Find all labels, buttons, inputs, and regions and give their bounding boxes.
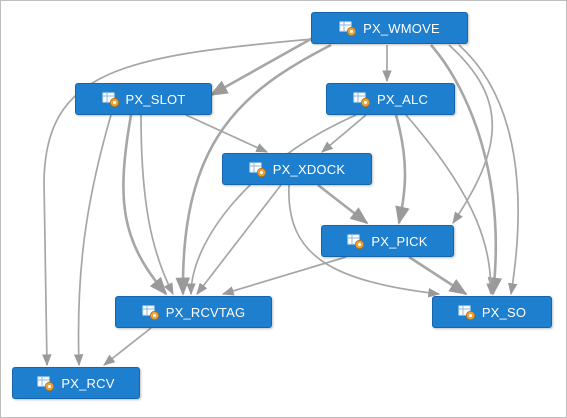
node-label: PX_ALC: [376, 91, 429, 107]
table-dependency-icon: [142, 305, 159, 321]
node-label: PX_SLOT: [125, 91, 186, 107]
node-label: PX_XDOCK: [272, 161, 346, 177]
table-dependency-icon: [353, 92, 371, 108]
edge-wmove-to-so: [430, 44, 503, 296]
node-px-so[interactable]: PX_SO: [432, 296, 552, 328]
node-label: PX_RCVTAG: [165, 304, 246, 320]
edge-alc-to-xdock: [321, 114, 367, 153]
node-px-rcv[interactable]: PX_RCV: [12, 367, 140, 399]
node-label: PX_RCV: [61, 375, 115, 391]
node-px-alc[interactable]: PX_ALC: [326, 83, 455, 115]
node-px-xdock[interactable]: PX_XDOCK: [222, 153, 372, 185]
node-label: PX_PICK: [371, 233, 428, 249]
table-dependency-icon: [37, 376, 55, 392]
edge-slot-to-rcvtag: [122, 114, 168, 296]
edge-wmove-to-rcv: [42, 38, 314, 367]
table-dependency-icon: [347, 234, 365, 250]
edge-slot-to-xdock: [185, 114, 269, 153]
table-dependency-icon: [102, 92, 119, 108]
edge-xdock-to-rcvtag: [196, 184, 282, 295]
edge-wmove-to-so: [458, 44, 519, 296]
edge-wmove-to-rcvtag: [175, 43, 332, 296]
edge-wmove-to-slot: [209, 33, 319, 97]
node-label: PX_WMOVE: [363, 20, 440, 36]
node-label: PX_SO: [481, 304, 527, 320]
edge-alc-to-rcvtag: [186, 114, 357, 296]
node-px-slot[interactable]: PX_SLOT: [75, 83, 212, 115]
edge-xdock-to-so: [288, 184, 441, 298]
edge-alc-to-pick: [394, 114, 410, 225]
edge-slot-to-rcv: [73, 114, 112, 367]
edge-xdock-to-pick: [317, 183, 369, 225]
table-dependency-icon: [458, 305, 475, 321]
edge-pick-to-rcvtag: [221, 256, 347, 296]
edge-alc-to-so: [405, 114, 496, 296]
edge-rcvtag-to-rcv: [103, 327, 152, 366]
table-dependency-icon: [339, 21, 357, 37]
node-px-wmove[interactable]: PX_WMOVE: [311, 12, 468, 44]
node-px-pick[interactable]: PX_PICK: [321, 225, 454, 257]
table-dependency-icon: [249, 162, 266, 178]
node-px-rcvtag[interactable]: PX_RCVTAG: [115, 296, 272, 328]
edge-wmove-to-pick: [448, 44, 494, 224]
edge-pick-to-so: [408, 255, 468, 296]
